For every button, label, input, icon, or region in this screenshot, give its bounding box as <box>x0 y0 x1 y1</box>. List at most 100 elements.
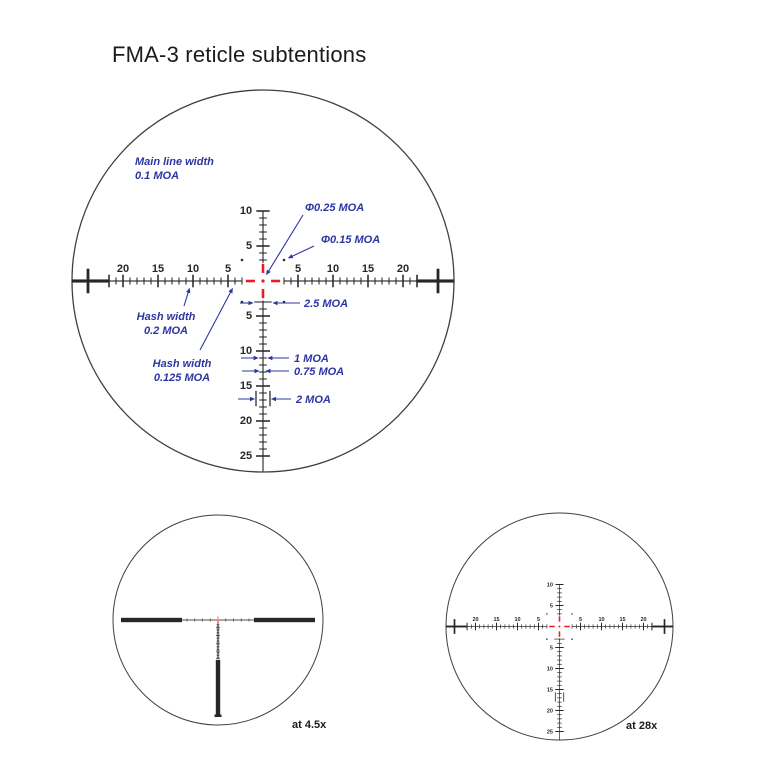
tick <box>259 238 267 240</box>
gate-left <box>255 390 257 407</box>
right-post <box>651 625 673 628</box>
tick <box>557 684 562 686</box>
scale-number: 10 <box>327 263 339 275</box>
hash-minor-arrow <box>199 287 233 351</box>
center-dot-label: Φ0.25 MOA <box>305 202 364 214</box>
tick <box>508 624 510 629</box>
main-line-width-label-2: 0.1 MOA <box>135 170 179 182</box>
hash-minor-label-2: 0.125 MOA <box>154 372 210 384</box>
tick <box>216 639 220 641</box>
scale-number: 20 <box>547 708 553 714</box>
tick <box>227 274 229 288</box>
aim-dot <box>282 258 286 262</box>
tick <box>216 642 220 644</box>
center-dot-arrow <box>266 214 304 276</box>
scale-number: 15 <box>240 380 252 392</box>
scale-number: 25 <box>240 450 252 462</box>
tick <box>216 656 220 658</box>
tick <box>216 636 220 638</box>
left-scale-line <box>109 280 242 282</box>
tick <box>259 308 267 310</box>
scale-number: 10 <box>240 205 252 217</box>
tick <box>259 329 267 331</box>
scale-number: 25 <box>547 729 553 735</box>
tick <box>248 618 250 622</box>
upper-scale-line <box>262 211 264 263</box>
annotation-labels: Main line width 0.1 MOA Φ0.25 MOA Φ0.15 … <box>135 156 380 406</box>
tick <box>466 622 468 631</box>
meas-1-label: 1 MOA <box>294 353 329 365</box>
tick <box>542 624 544 629</box>
tick <box>517 622 518 631</box>
tick <box>346 277 348 285</box>
bottom-post <box>215 660 221 716</box>
tick <box>256 245 270 247</box>
tick <box>259 441 267 443</box>
tick <box>529 624 531 629</box>
meas-2-label: 2 MOA <box>295 394 331 406</box>
tick <box>409 277 411 285</box>
right-post-tick <box>436 268 440 294</box>
tick <box>491 624 493 629</box>
tick <box>638 624 640 629</box>
tick <box>254 301 272 303</box>
tick <box>479 624 481 629</box>
tick <box>122 274 124 288</box>
tick <box>256 210 270 212</box>
center-dot <box>217 619 219 621</box>
tick <box>609 624 611 629</box>
tick <box>259 357 267 359</box>
tick <box>475 622 476 631</box>
tick <box>259 252 267 254</box>
tick <box>575 624 577 629</box>
scale-number: 5 <box>246 310 252 322</box>
tick <box>171 277 173 285</box>
aim-dot <box>571 638 573 640</box>
tick <box>571 624 573 629</box>
tick <box>157 274 159 288</box>
tick <box>259 371 267 373</box>
small-dot-arrow <box>287 245 315 259</box>
tick <box>557 642 562 644</box>
tick <box>353 277 355 285</box>
tick <box>538 622 539 631</box>
aim-dot <box>546 613 548 615</box>
tick <box>557 655 562 657</box>
tick <box>213 277 215 285</box>
tick <box>617 624 619 629</box>
scale-number: 20 <box>240 415 252 427</box>
tick <box>580 622 581 631</box>
tick <box>626 624 628 629</box>
tick <box>136 277 138 285</box>
tick <box>216 635 220 636</box>
tick <box>555 605 564 606</box>
tick <box>592 624 594 629</box>
tick <box>521 624 523 629</box>
tick <box>533 624 535 629</box>
tick <box>402 274 404 288</box>
upper-scale-line <box>559 584 560 616</box>
tick <box>339 277 341 285</box>
tick <box>360 277 362 285</box>
scale-number: 15 <box>619 617 625 623</box>
gate-left <box>554 692 556 702</box>
scale-number: 15 <box>493 617 499 623</box>
tick <box>557 726 562 728</box>
tick <box>557 600 562 602</box>
high-mag-label: at 28x <box>626 720 658 732</box>
red-dash <box>271 279 281 283</box>
tick <box>259 224 267 226</box>
tick <box>216 650 220 652</box>
tick <box>256 455 270 457</box>
tick <box>416 274 418 288</box>
diagram-title: FMA-3 reticle subtentions <box>112 42 367 67</box>
red-dash <box>558 616 561 622</box>
tick <box>129 277 131 285</box>
red-dash <box>564 625 570 628</box>
hash-major-label-2: 0.2 MOA <box>144 325 188 337</box>
red-dash <box>261 289 265 299</box>
scale-number: 5 <box>550 645 553 651</box>
main-line-width-label-1: Main line width <box>135 156 214 168</box>
tick <box>557 718 562 720</box>
